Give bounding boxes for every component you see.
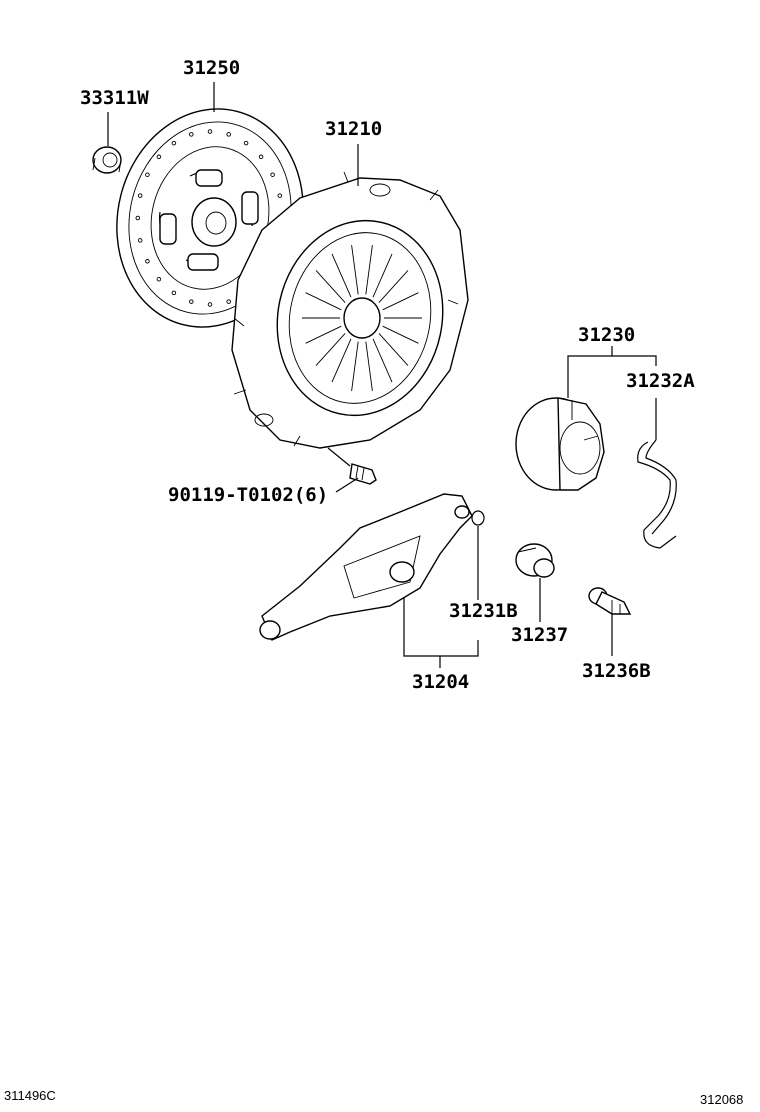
release-bearing-31230[interactable]: [515, 397, 605, 491]
spring-31231B[interactable]: [471, 510, 485, 526]
callout-90119-T0102: 90119-T0102(6): [168, 484, 328, 506]
callout-31237: 31237: [511, 624, 568, 646]
release-fork-clip-31232A[interactable]: [637, 439, 677, 549]
callout-31232A: 31232A: [626, 370, 695, 392]
release-fork-31204[interactable]: [259, 493, 473, 641]
pivot-31236B[interactable]: [588, 587, 632, 615]
footer-right-code: 312068: [700, 1092, 744, 1107]
callout-31204: 31204: [412, 671, 469, 693]
pilot-bearing-33311W[interactable]: [92, 146, 122, 174]
callout-33311W: 33311W: [80, 87, 149, 109]
callout-31250: 31250: [183, 57, 240, 79]
clutch-cover-31210[interactable]: [231, 171, 469, 449]
callout-31231B: 31231B: [449, 600, 518, 622]
leader-lines: [107, 82, 657, 668]
callout-31230: 31230: [578, 324, 635, 346]
boot-31237[interactable]: [515, 543, 555, 578]
callout-31210: 31210: [325, 118, 382, 140]
callout-31236B: 31236B: [582, 660, 651, 682]
footer-left-code: 311496C: [4, 1088, 56, 1103]
